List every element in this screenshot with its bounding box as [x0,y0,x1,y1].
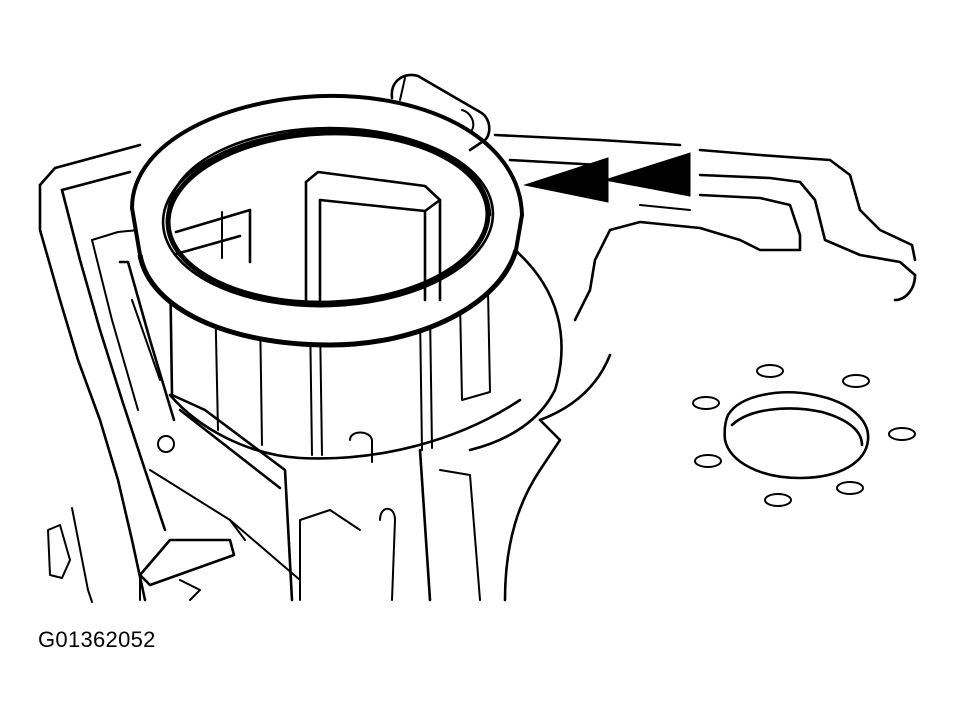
housing-left-wall [38,143,167,603]
ribs-in-opening [174,170,442,302]
lower-housing-webs [170,393,481,602]
bolt-hole-5 [764,493,792,507]
bolt-hole-2 [842,374,870,388]
top-boss [390,73,491,152]
housing-right-flange [379,133,917,602]
bolt-hole-3 [888,427,916,441]
double-arrow-icon [523,152,691,203]
cylinder-ring [129,93,525,348]
bolt-hole-4 [836,481,864,495]
bolt-hole-6 [694,454,722,468]
figure-id-label: G01362052 [38,627,156,652]
bolt-hole-left [157,435,175,453]
bolt-hole-7 [692,396,720,410]
bolt-pattern [692,364,916,507]
bolt-hole-1 [756,364,784,378]
